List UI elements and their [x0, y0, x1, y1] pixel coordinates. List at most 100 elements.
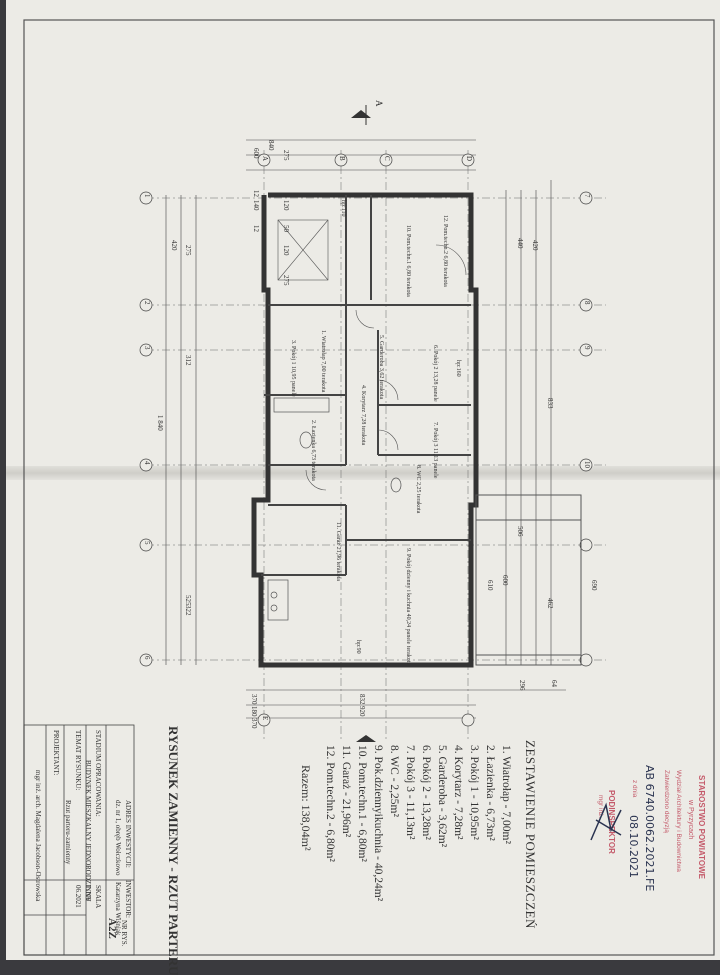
room-schedule-title: ZESTAWIENIE POMIESZCZEŃ — [523, 740, 538, 929]
axis-label-d: D — [465, 156, 473, 162]
axis-label-a: A — [261, 156, 269, 162]
stamp-city: w Pyrzycach — [687, 800, 694, 840]
axis-label-6: 6 — [143, 656, 151, 660]
axis-label-1: 1 — [143, 194, 151, 198]
tb-drawing-label: TEMAT RYSUNKU: — [74, 730, 82, 791]
dim-left-322: 322 — [184, 605, 192, 616]
tb-sheet-no-label: NR RYS. — [120, 920, 128, 947]
axis-label-5: 5 — [143, 541, 151, 545]
dim-top-275: 275 — [282, 150, 290, 161]
axis-label-4: 4 — [143, 461, 151, 465]
plan-room-8: 8. WC 2,25 terakota — [415, 465, 421, 514]
dim-right-690: 690 — [590, 580, 598, 591]
dim-top-120b: 120 — [282, 245, 290, 256]
plan-room-12: 12. Pom.techn.2 6,80 terakota — [442, 215, 448, 287]
room-line-10: 10. Pom.techn.1 - 6,80m² — [356, 745, 368, 862]
axis-label-3: 3 — [143, 346, 151, 350]
room-line-12: 12. Pom.techn.2 - 6,80m² — [324, 745, 336, 862]
tb-sheet-no: A2Z — [106, 918, 118, 939]
dim-bottom-180: 180 — [250, 706, 258, 717]
room-line-5: 5. Garderoba - 3,62m² — [436, 745, 448, 848]
axis-label-9: 9 — [583, 346, 591, 350]
dim-right-600: 600 — [501, 575, 509, 586]
section-mark-top: A — [374, 100, 384, 107]
tb-stage-label: STADIUM OPRACOWANIA: — [94, 730, 102, 817]
stamp-dept: Wydział Architektury i Budownictwa — [675, 770, 682, 872]
plan-room-3: 3. Pokój 1 10,95 panele — [290, 340, 296, 397]
tb-address-label: ADRES INWESTYCJI: — [124, 800, 132, 868]
tb-investor-label: INWESTOR: — [124, 880, 132, 918]
tb-scale: 1:100 — [84, 885, 92, 901]
plan-room-10: 10. Pom.techn.1 6,80 terakota — [405, 225, 411, 297]
room-line-1: 1. Wiatrołap - 7,00m² — [500, 745, 512, 844]
hp-label-90: hp:90 — [355, 640, 361, 654]
tb-designer: mgr inż. arch. Magdalena Jacobson-Ostrow… — [34, 770, 42, 902]
room-line-7: 7. Pokój 3 - 11,13m² — [404, 745, 416, 840]
tb-date: 06.2021 — [74, 885, 82, 908]
axis-label-c: C — [383, 156, 391, 161]
dim-bottom-920: 920 — [358, 706, 366, 717]
axis-label-2: 2 — [143, 301, 151, 305]
dim-left-312: 312 — [184, 355, 192, 366]
plan-room-2: 2. Łazienka 6,73 terakota — [310, 420, 316, 481]
dim-top-120: 120 — [282, 200, 290, 211]
room-line-9: 9. Pok.dziennyikuchnia - 40,24m² — [372, 745, 384, 902]
drawing-sheet: 840 275 120 50 120 275 600 12 140 12 370… — [6, 0, 720, 975]
stamp-date-label: z dnia — [631, 780, 638, 798]
dim-bottom-832: 832 — [358, 694, 366, 705]
dim-right-506: 506 — [516, 526, 524, 537]
plan-room-7: 7. Pokój 3 11,13 panele — [432, 422, 438, 479]
axis-label-b: B — [338, 156, 346, 161]
stamp-date: 08.10.2021 — [627, 815, 640, 878]
hp-label-110: hp:110 — [340, 200, 346, 217]
tb-stage: BUDYNEK MIESZKALNY JEDNORODZINNY — [84, 760, 92, 902]
stamp-decision: AB 6740.0062.2021.FE — [643, 765, 656, 892]
paper-fold — [6, 466, 720, 480]
axis-label-10: 10 — [583, 461, 591, 468]
dim-top-12b: 12 — [252, 225, 260, 232]
tb-designer-label: PROJEKTANT: — [52, 730, 60, 776]
room-line-11: 11. Garaż - 21,96m² — [340, 745, 352, 838]
axis-label-e: E — [261, 716, 269, 721]
dim-bottom-370b: 370 — [250, 718, 258, 729]
dim-top-600: 600 — [252, 148, 260, 159]
room-line-8: 8. WC - 2,25m² — [388, 745, 400, 817]
room-line-3: 3. Pokój 1 - 10,95m² — [468, 745, 480, 840]
dim-top-140: 140 — [252, 200, 260, 211]
dim-bottom-64: 64 — [550, 680, 558, 687]
plan-room-9: 9. Pokój dzienny i kuchnia 40,24 panele … — [405, 548, 411, 666]
dim-right-462: 462 — [546, 598, 554, 609]
dim-bottom-370: 370 — [250, 694, 258, 705]
dim-left-1840: 1 840 — [156, 415, 164, 431]
tb-drawing: Rzut parteru-zamienny — [64, 800, 72, 865]
room-line-4: 4. Korytarz - 7,28m² — [452, 745, 464, 840]
sheet-title: RYSUNEK ZAMIENNY - RZUT PARTERU — [166, 726, 181, 975]
stamp-approved: Zatwierdzono decyzją — [663, 770, 670, 833]
floor-plan — [23, 19, 715, 956]
plan-room-4: 4. Korytarz 7,28 terakota — [360, 385, 366, 446]
tb-scale-label: SKALA — [94, 885, 102, 909]
hp-label-160: hp:160 — [455, 360, 461, 377]
plan-room-5: 5. Garderoba 3,62 terakota — [378, 335, 384, 400]
dim-left-525: 525 — [184, 595, 192, 606]
axis-label-8: 8 — [583, 301, 591, 305]
dim-left-420: 420 — [170, 240, 178, 251]
plan-room-6: 6. Pokój 2 13,28 panele — [432, 345, 438, 402]
dim-top-12: 12 — [252, 190, 260, 197]
stamp-office: STAROSTWO POWIATOWE — [697, 775, 706, 879]
signature-icon — [590, 802, 622, 841]
tb-address: dz. nr 1, obręb Wołczkowo — [114, 800, 122, 876]
room-total: Razem: 138,04m² — [299, 765, 313, 851]
dim-right-420: 420 — [531, 240, 539, 251]
plan-room-11: 11. Garaż 21,96 terakota — [335, 522, 341, 581]
dim-left-275: 275 — [184, 245, 192, 256]
room-line-2: 2. Łazienka - 6,73m² — [484, 745, 496, 841]
axis-label-7: 7 — [583, 194, 591, 198]
room-line-6: 6. Pokój 2 - 13,28m² — [420, 745, 432, 840]
dim-right-833: 833 — [546, 398, 554, 409]
plan-room-1: 1. Wiatrołap 7,00 terakota — [320, 330, 326, 393]
dim-right-610: 610 — [486, 580, 494, 591]
dim-bottom-296: 296 — [518, 680, 526, 691]
dim-top-50: 50 — [282, 225, 290, 232]
dim-top-275b: 275 — [282, 275, 290, 286]
